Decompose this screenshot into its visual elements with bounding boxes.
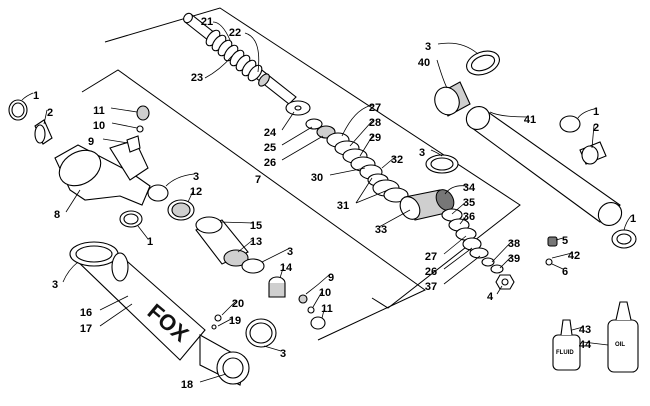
leader-lines [21, 21, 632, 383]
valve-stack [285, 100, 515, 290]
reservoir-head [8, 99, 195, 228]
callout-26: 26 [264, 157, 276, 169]
callout-29: 29 [369, 132, 381, 144]
callout-2: 2 [47, 107, 53, 119]
callout-25: 25 [264, 142, 276, 154]
callout-27: 27 [369, 102, 381, 114]
callout-9: 9 [328, 272, 334, 284]
callout-39: 39 [508, 253, 520, 265]
callout-28: 28 [369, 117, 381, 129]
shock-body-right [425, 50, 637, 266]
callout-10: 10 [93, 120, 105, 132]
callout-13: 13 [250, 236, 262, 248]
callout-11: 11 [93, 105, 105, 117]
callout-11: 11 [321, 303, 333, 315]
callout-1: 1 [33, 90, 39, 102]
callout-3: 3 [425, 41, 431, 53]
frame-reservoir-group [81, 69, 426, 341]
callout-24: 24 [264, 127, 277, 139]
callout-32: 32 [391, 154, 403, 166]
callout-14: 14 [280, 262, 293, 274]
frame-shaft-group [104, 7, 521, 309]
callout-21: 21 [201, 16, 213, 28]
callout-16: 16 [80, 307, 92, 319]
fluid-bottle: FLUID [552, 319, 581, 371]
callout-3: 3 [52, 279, 58, 291]
callout-44: 44 [579, 339, 592, 351]
callout-3: 3 [419, 147, 425, 159]
fluid-label: FLUID [556, 350, 574, 356]
callout-17: 17 [80, 323, 92, 335]
callout-43: 43 [579, 324, 591, 336]
oil-label: OIL [615, 342, 625, 348]
callout-3: 3 [287, 246, 293, 258]
callout-1: 1 [147, 236, 153, 248]
callout-22: 22 [229, 27, 241, 39]
callout-19: 19 [229, 315, 241, 327]
callout-2: 2 [593, 122, 599, 134]
floating-piston [195, 216, 326, 330]
callout-37: 37 [425, 281, 437, 293]
callout-labels: 2122232425262728293230313334353627263738… [33, 16, 636, 391]
callout-5: 5 [562, 235, 568, 247]
callout-36: 36 [463, 211, 475, 223]
callout-15: 15 [250, 220, 262, 232]
callout-27: 27 [425, 251, 437, 263]
callout-30: 30 [311, 172, 323, 184]
callout-10: 10 [319, 287, 331, 299]
callout-6: 6 [562, 266, 568, 278]
callout-23: 23 [191, 72, 203, 84]
callout-9: 9 [88, 136, 94, 148]
piston-shaft [183, 12, 297, 105]
callout-31: 31 [337, 200, 349, 212]
callout-12: 12 [190, 186, 202, 198]
callout-1: 1 [593, 106, 599, 118]
callout-41: 41 [524, 114, 536, 126]
callout-3: 3 [280, 348, 286, 360]
callout-7: 7 [255, 174, 261, 186]
callout-35: 35 [463, 197, 475, 209]
oil-bottle: OIL [607, 301, 639, 373]
callout-33: 33 [375, 224, 387, 236]
callout-34: 34 [463, 182, 476, 194]
callout-42: 42 [568, 250, 580, 262]
callout-40: 40 [418, 57, 430, 69]
callout-26: 26 [425, 266, 437, 278]
callout-3: 3 [193, 171, 199, 183]
callout-8: 8 [54, 209, 60, 221]
callout-20: 20 [232, 298, 244, 310]
callout-18: 18 [181, 379, 193, 391]
callout-1: 1 [630, 213, 636, 225]
callout-38: 38 [508, 238, 520, 250]
callout-4: 4 [487, 291, 494, 303]
